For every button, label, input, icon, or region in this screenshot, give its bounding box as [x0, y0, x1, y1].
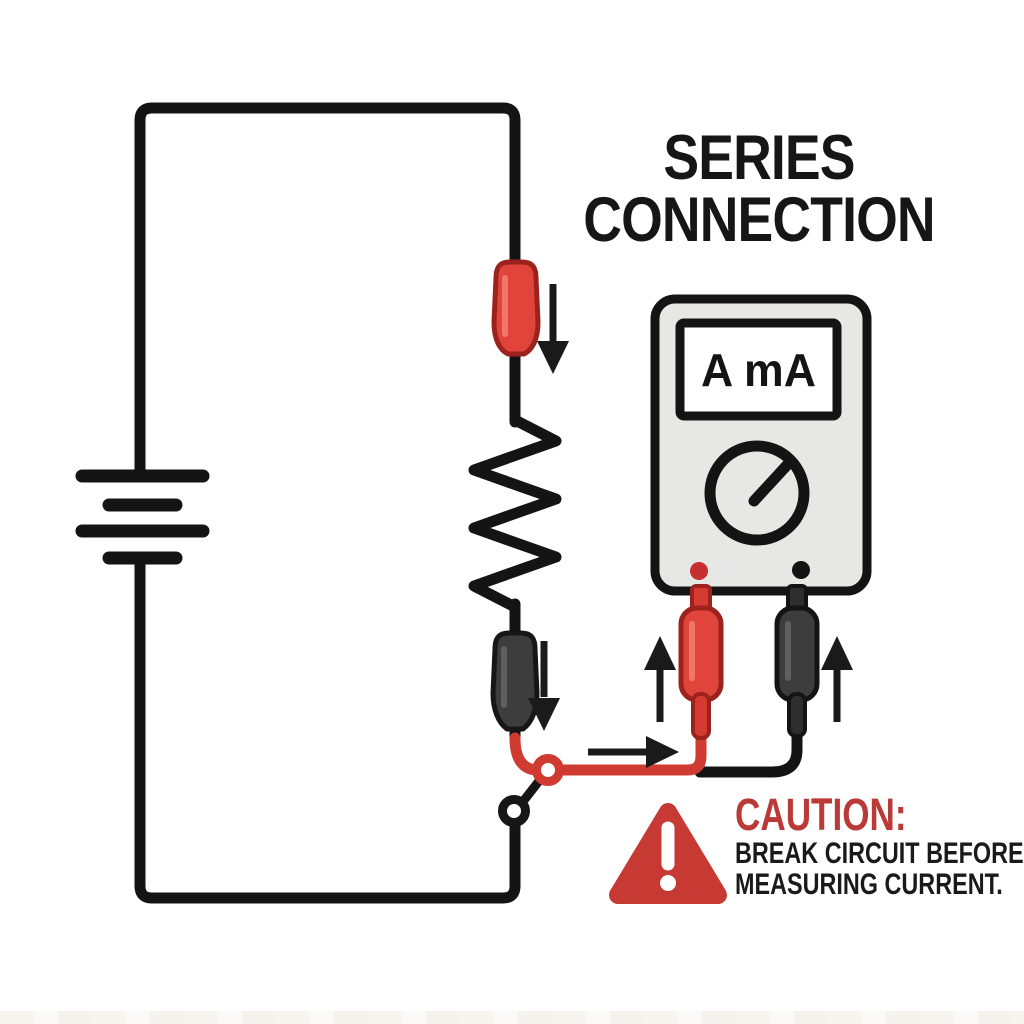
multimeter-display-label: A mA	[701, 343, 816, 396]
page-title: SERIES CONNECTION	[517, 127, 1002, 252]
red-test-lead-plug-icon	[678, 584, 724, 740]
dial-knob-icon	[704, 440, 810, 546]
black-test-lead-plug-icon	[774, 584, 820, 738]
black-plug-tip	[787, 692, 807, 738]
title-line-2: CONNECTION	[583, 185, 935, 255]
black-plug-body	[774, 605, 820, 703]
battery-icon	[75, 469, 210, 565]
arrow-down-1-head	[537, 341, 569, 374]
current-flow-arrows	[528, 284, 853, 768]
red-plug-tip	[691, 692, 711, 740]
circuit-wires	[134, 102, 562, 904]
bottom-artifact-strip	[0, 1011, 1024, 1024]
arrow-up-left-head	[644, 636, 676, 670]
multimeter-display	[675, 318, 842, 421]
current-flow-arrow-icon	[588, 736, 679, 768]
red-wire-horizontal	[554, 728, 707, 776]
warning-triangle-icon	[609, 803, 727, 904]
red-connector-body	[491, 259, 541, 357]
open-circuit-break-icon	[498, 754, 564, 827]
arrow-down-2-head	[528, 698, 560, 731]
caution-heading: CAUTION:	[735, 789, 907, 840]
black-connector-body	[490, 630, 540, 732]
wire-top-left	[134, 102, 521, 475]
switch-gap-link	[520, 776, 544, 804]
arrow-up-right-head	[821, 636, 853, 670]
switch-node-red	[532, 754, 564, 786]
black-test-lead-wire	[694, 727, 803, 778]
current-flow-arrow-icon	[537, 284, 569, 374]
caution-line-2: MEASURING CURRENT.	[735, 868, 1003, 901]
black-probe-connector-icon	[490, 630, 540, 732]
wire-bottom-left	[134, 558, 521, 904]
black-terminal	[792, 561, 810, 579]
multimeter-icon	[650, 294, 872, 596]
current-flow-arrow-icon	[528, 641, 560, 731]
resistor-icon	[468, 414, 562, 613]
current-flow-arrow-icon	[821, 636, 853, 722]
warning-exclamation-dot	[660, 875, 676, 891]
caution-line-1: BREAK CIRCUIT BEFORE	[735, 837, 1024, 870]
arrow-right-head	[646, 736, 679, 768]
switch-node-black	[498, 795, 530, 827]
red-terminal	[690, 562, 708, 580]
current-flow-arrow-icon	[644, 636, 676, 722]
red-plug-body	[678, 605, 724, 703]
dial-pointer	[748, 457, 795, 507]
red-probe-connector-icon	[491, 259, 541, 357]
caution-note: CAUTION: BREAK CIRCUIT BEFORE MEASURING …	[735, 789, 1024, 901]
title-line-1: SERIES	[663, 123, 855, 193]
